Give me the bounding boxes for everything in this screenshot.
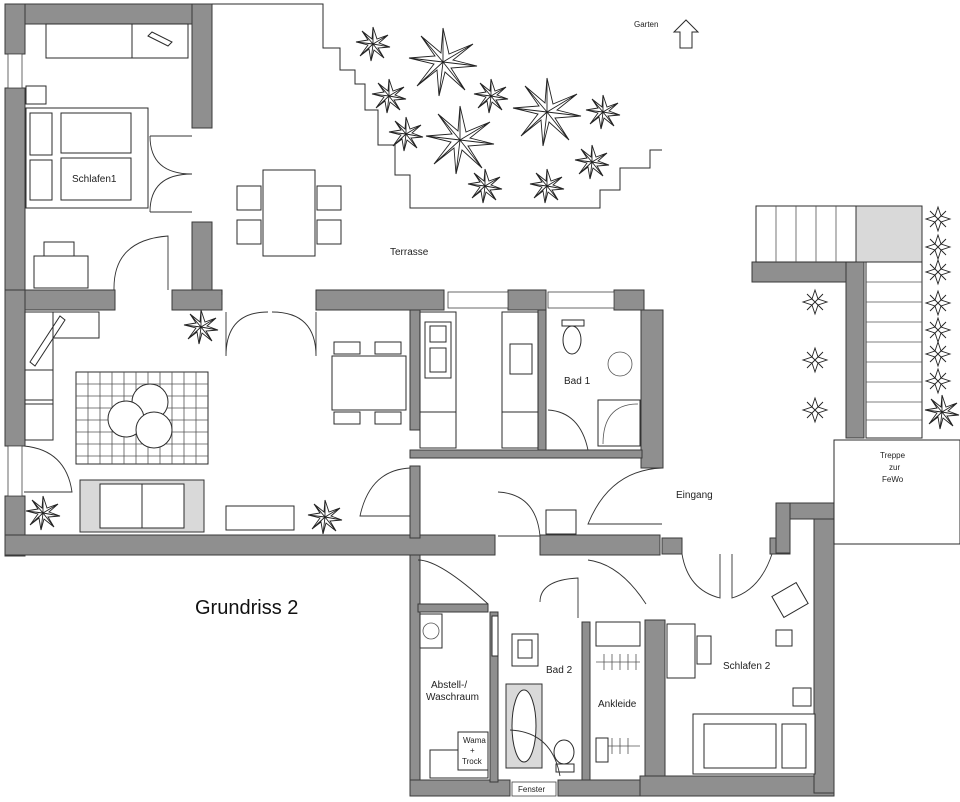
schlafen2 — [666, 581, 816, 775]
garden-plants — [355, 26, 621, 204]
room-label-abstell-1: Abstell-/ — [431, 680, 467, 691]
living-room-furniture — [23, 311, 411, 533]
room-label-treppe-2: zur — [889, 463, 900, 472]
room-label-ankleide: Ankleide — [598, 699, 637, 710]
room-label-bad2: Bad 2 — [546, 665, 573, 676]
room-label-schlafen1: Schlafen1 — [72, 174, 117, 185]
north-arrow-icon — [672, 19, 700, 49]
room-label-treppe-1: Treppe — [880, 451, 906, 460]
room-label-abstell-2: Waschraum — [426, 692, 479, 703]
wama-label-1: Wama — [463, 736, 486, 745]
wama-label-3: Trock — [462, 757, 483, 766]
schlafen1-furniture — [25, 23, 193, 290]
compass-label: Garten — [634, 20, 658, 29]
room-label-bad1: Bad 1 — [564, 376, 591, 387]
walls — [4, 3, 865, 797]
plan-title: Grundriss 2 — [195, 597, 298, 619]
abstellraum — [419, 613, 499, 779]
room-label-treppe-3: FeWo — [882, 475, 904, 484]
room-label-eingang: Eingang — [676, 490, 713, 501]
eingang — [417, 467, 773, 618]
wama-label-2: + — [470, 746, 475, 755]
stairs — [755, 205, 960, 545]
bad1 — [547, 319, 641, 451]
windows — [7, 53, 615, 797]
bad2 — [505, 633, 575, 777]
room-label-terrasse: Terrasse — [390, 247, 429, 258]
room-label-schlafen2: Schlafen 2 — [723, 661, 771, 672]
kitchen — [419, 311, 539, 449]
terrace — [212, 3, 662, 295]
fenster-label: Fenster — [518, 785, 545, 794]
ankleide — [595, 621, 641, 763]
